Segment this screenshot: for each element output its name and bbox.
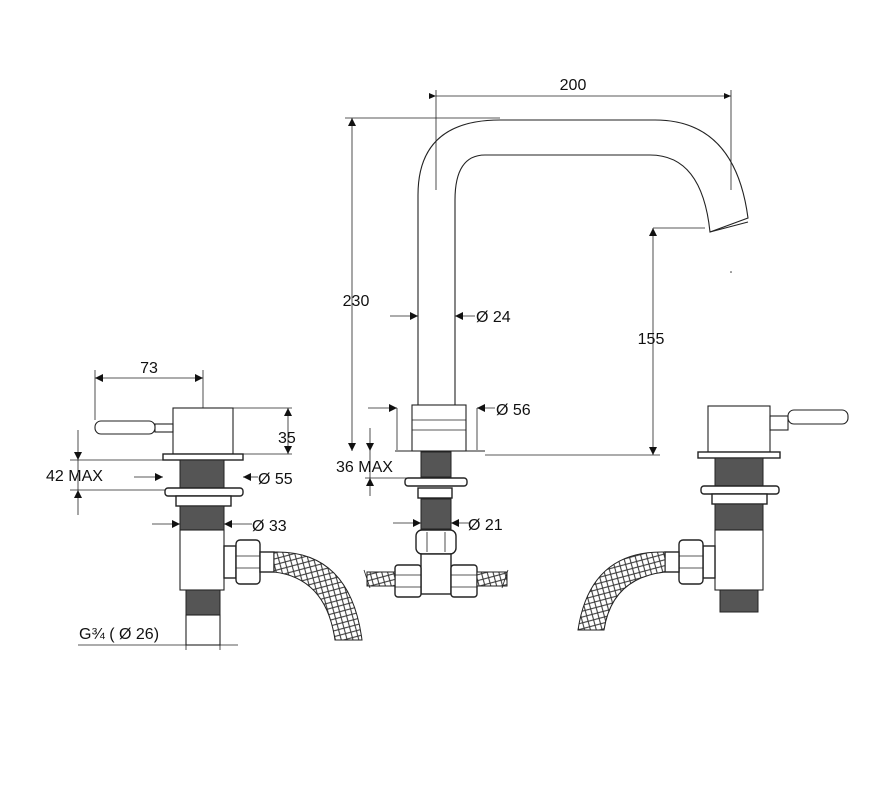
dim-spout-shank-dia-label: Ø 21 xyxy=(468,517,503,534)
dim-handle-shank-dia: Ø 33 xyxy=(152,518,287,535)
dim-handle-length-label: 73 xyxy=(140,360,158,377)
dim-handle-length: 73 xyxy=(94,360,204,420)
spout-outlet xyxy=(709,221,749,233)
dim-spout-clearance: 155 xyxy=(485,227,705,456)
dim-handle-flange-dia: Ø 55 xyxy=(134,471,293,488)
tee-right-nut xyxy=(450,564,478,598)
left-lever xyxy=(94,420,156,435)
right-outlet-nut xyxy=(678,539,704,585)
dim-spout-base-dia: Ø 56 xyxy=(368,402,531,450)
right-lever-neck xyxy=(769,415,789,431)
right-handle-body xyxy=(707,405,771,453)
right-locknut xyxy=(700,485,780,495)
dim-spout-tube-dia-label: Ø 24 xyxy=(476,309,511,326)
right-braided-hose xyxy=(577,551,666,631)
spout-tee-body xyxy=(420,553,452,595)
dim-spout-reach-label: 200 xyxy=(560,77,587,94)
left-shank-thread xyxy=(179,459,225,489)
right-shank-thread xyxy=(714,457,764,487)
dim-spout-tube-dia: Ø 24 xyxy=(390,309,511,326)
left-bottom-thread xyxy=(185,589,221,616)
dim-handle-body-height-label: 35 xyxy=(278,430,296,447)
tee-right-hose xyxy=(476,571,508,587)
dim-handle-shank-dia-label: Ø 33 xyxy=(252,518,287,535)
left-washer xyxy=(175,495,232,507)
dim-spout-deck-label: 36 MAX xyxy=(336,459,393,476)
dim-connection-thread-label: G¾ ( Ø 26) xyxy=(79,626,159,643)
spout-assembly xyxy=(363,119,749,598)
left-bottom-tail xyxy=(185,614,221,646)
left-lever-neck xyxy=(154,423,174,433)
right-washer xyxy=(711,493,768,505)
dim-spout-clearance-label: 155 xyxy=(638,331,665,348)
left-handle-body xyxy=(172,407,234,455)
left-locknut xyxy=(164,487,244,497)
dim-handle-deck: 42 MAX xyxy=(46,430,165,515)
left-outlet-nut xyxy=(235,539,261,585)
right-handle-assembly xyxy=(577,405,849,631)
right-valve-body xyxy=(714,529,764,591)
spout-washer xyxy=(417,487,453,499)
dim-handle-deck-label: 42 MAX xyxy=(46,468,103,485)
left-handle-assembly xyxy=(94,407,363,646)
dim-spout-deck: 36 MAX xyxy=(336,428,410,496)
right-bottom-thread xyxy=(719,589,759,613)
tee-left-nut xyxy=(394,564,422,598)
dim-handle-flange-dia-label: Ø 55 xyxy=(258,471,293,488)
left-valve-body xyxy=(179,529,225,591)
left-outlet-stub xyxy=(223,545,237,579)
left-flange xyxy=(162,453,244,461)
right-lever xyxy=(787,409,849,425)
right-hose-ferrule xyxy=(664,551,680,573)
tee-left-hose xyxy=(366,571,396,587)
right-outlet-stub xyxy=(702,545,716,579)
dim-spout-reach: 200 xyxy=(429,77,732,190)
right-flange xyxy=(697,451,781,459)
spout-shank-thread xyxy=(420,451,452,478)
dim-spout-shank-dia: Ø 21 xyxy=(393,517,503,534)
dim-spout-height-label: 230 xyxy=(343,293,370,310)
spout-base xyxy=(411,404,467,452)
left-braided-hose xyxy=(273,551,363,641)
spout-hex-fitting xyxy=(415,529,457,555)
dim-spout-height: 230 xyxy=(343,117,500,451)
spout-tube xyxy=(417,119,749,405)
left-hose-ferrule xyxy=(259,551,275,573)
spout-locknut xyxy=(404,477,468,487)
dim-connection-thread: G¾ ( Ø 26) xyxy=(78,615,238,650)
dim-spout-base-dia-label: Ø 56 xyxy=(496,402,531,419)
stray-mark xyxy=(730,271,732,273)
dim-handle-body-height: 35 xyxy=(233,407,296,455)
